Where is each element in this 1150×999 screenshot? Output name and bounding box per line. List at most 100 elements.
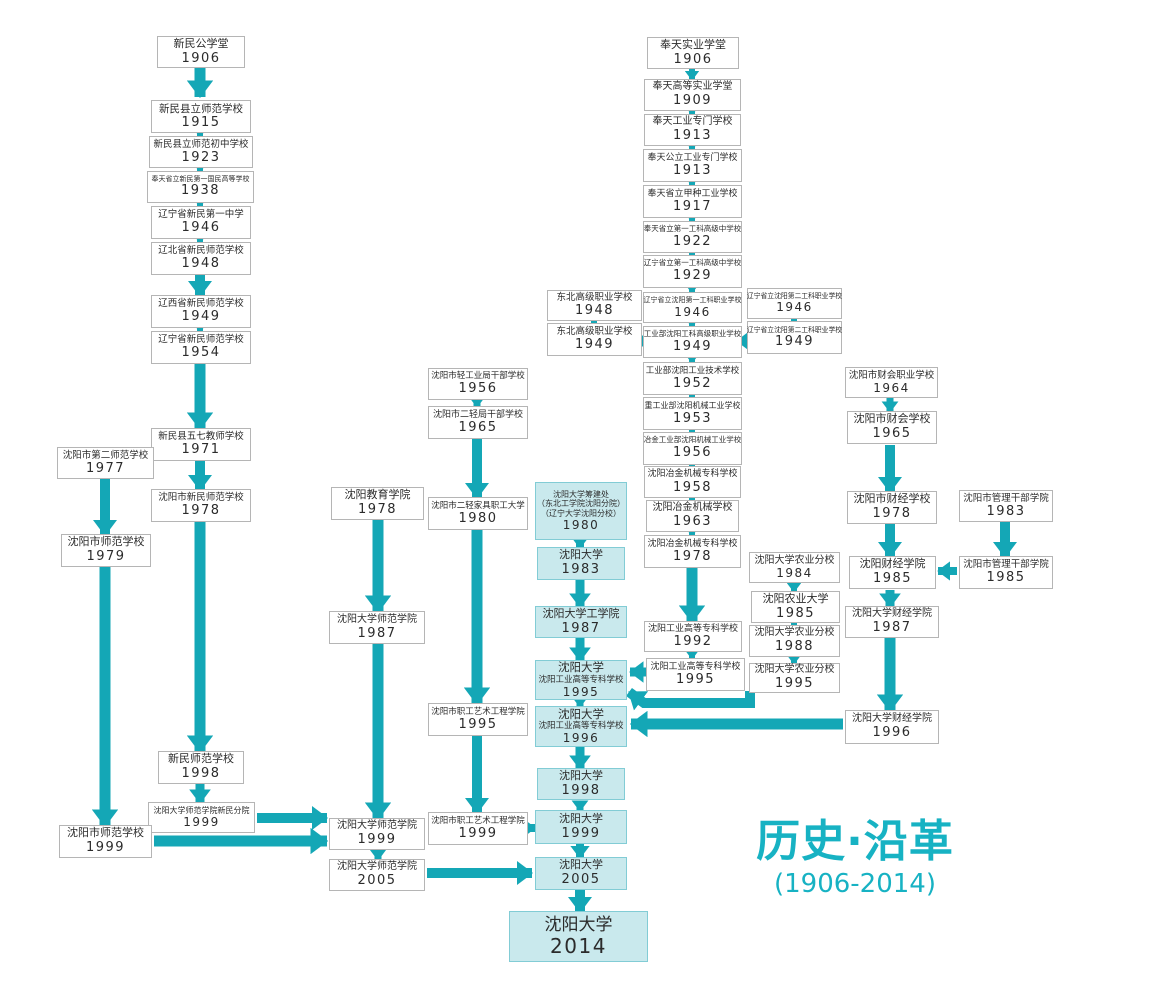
flow-node-year: 1946 [181,220,221,236]
title-main: 历史·沿革 [756,816,954,867]
flow-node-year: 1992 [673,634,713,650]
flow-node-label: 沈阳大学财经学院 [852,713,932,725]
flow-node-year: 1954 [181,345,221,361]
flow-node-label: 沈阳工业高等专科学校 [647,623,738,634]
flow-node-year: 1995 [774,676,815,692]
flow-node-label: 重工业部沈阳机械工业学校 [644,401,741,411]
flow-node-year: 1949 [672,338,713,354]
flow-node-label: 沈阳大学财经学院 [852,608,932,620]
flow-node-year: 1985 [872,571,913,587]
flow-node-label: 沈阳教育学院 [344,488,411,502]
flow-node-label: 沈阳市财会学校 [853,412,931,426]
flow-node-year: 1995 [458,716,498,732]
flow-node-year: 1906 [673,51,713,67]
flow-node-year: 1983 [986,503,1026,519]
flow-node-year: 1949 [774,333,815,349]
flow-node-year: 1946 [674,304,711,319]
flow-node-label: 沈阳市职工艺术工程学院 [431,815,525,826]
flow-node-year: 1985 [775,605,816,621]
flow-node-label: 沈阳市管理干部学院 [963,559,1049,571]
flow-node-year: 1913 [672,163,713,179]
flow-node-year: 1963 [672,514,713,530]
flow-node-year: 1978 [181,503,221,519]
flow-arrow [626,687,755,711]
flow-node-label: 沈阳冶金机械学校 [652,502,733,514]
flow-node-label: 新民县五七教师学校 [158,431,244,443]
flow-node-label: 辽西省新民师范学校 [158,298,244,310]
flow-node-label: 沈阳工业高等专科学校 [650,661,741,672]
flow-node-label: （辽宁大学沈阳分校） [541,508,621,518]
flow-node-label: 沈阳大学师范学院 [337,820,417,832]
flow-node-label: 辽北省新民师范学校 [158,245,244,257]
flow-node-label: 辽宁省立沈阳第一工科职业学校 [643,296,742,305]
flow-node-label: 工业部沈阳工科高级职业学校 [643,328,742,338]
title-sub: (1906-2014) [773,868,936,899]
flow-node-label: 奉天实业学堂 [660,37,726,51]
flow-node-label: 辽宁省新民师范学校 [158,334,244,346]
flow-node-label: 沈阳工业高等专科学校 [538,674,624,685]
flow-node-label: 沈阳市二轻局干部学校 [432,409,523,420]
flow-node-year: 1983 [561,562,601,578]
flow-node-label: 辽宁省立沈阳第二工科职业学校 [746,292,843,301]
flow-node-label: 沈阳大学师范学院 [337,861,417,873]
flow-node-label: （东北工学院沈阳分院） [537,499,625,509]
flow-node-label: 沈阳冶金机械专科学校 [647,469,738,480]
flow-node-label: 沈阳大学筹建处 [553,489,609,499]
flow-node-label: 新民县立师范初中学校 [153,138,249,150]
flow-node-year: 1949 [574,337,615,353]
flow-node-label: 沈阳大学农业分校 [754,627,835,639]
flow-node-label: 沈阳大学 [559,548,603,562]
flow-node-label: 沈阳大学 [558,660,604,675]
flow-node-label: 沈阳大学 [544,914,613,935]
flow-node-label: 新民公学堂 [173,36,229,50]
flow-node-label: 沈阳市财会职业学校 [848,369,935,381]
flow-node-label: 沈阳大学 [559,858,603,872]
flow-node-label: 沈阳市新民师范学校 [158,492,244,504]
flow-node-year: 1949 [181,309,221,325]
flow-node-label: 沈阳市管理干部学院 [963,492,1049,504]
flow-node-label: 沈阳市职工艺术工程学院 [431,706,525,717]
flow-node-year: 1999 [561,825,601,841]
flow-node-label: 新民师范学校 [168,752,234,766]
flow-node-year: 1956 [672,445,713,461]
flow-node-year: 1987 [872,620,912,636]
flow-node-label: 奉天高等实业学堂 [652,81,733,93]
flow-node-year: 1952 [672,375,713,391]
flow-node-label: 沈阳市财经学校 [853,492,931,506]
flow-node-year: 1917 [672,199,713,215]
flow-node-year: 1948 [181,256,221,272]
flow-node-label: 工业部沈阳工业技术学校 [645,365,740,376]
flow-node-year: 1999 [85,840,126,856]
flow-node-year: 1978 [672,549,713,565]
